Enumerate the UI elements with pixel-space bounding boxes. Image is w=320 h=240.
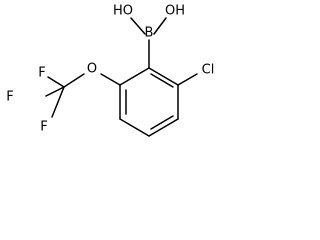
bond-b-oh-right (153, 17, 167, 35)
ring-bond-3 (148, 118, 179, 137)
atom-label-oxygen: O (87, 62, 97, 77)
bond-ring-oxygen (100, 73, 121, 86)
bond-cf-top (47, 76, 65, 88)
chemical-structure-diagram: HO OH B Cl O F F F (6, 4, 215, 137)
atom-label-f-left: F (6, 90, 13, 105)
bond-cf-left (45, 86, 65, 97)
atom-label-f-bottom: F (40, 120, 47, 135)
ring-bond-4 (119, 118, 150, 137)
ring-bond-6 (119, 67, 150, 86)
bond-ring-chlorine (177, 73, 198, 86)
ring-double-bond-2 (150, 115, 174, 130)
atom-label-oh: OH (165, 4, 185, 19)
atom-label-boron: B (145, 26, 154, 41)
atom-label-ho: HO (113, 4, 133, 19)
ring-double-bond-1 (150, 73, 174, 88)
atom-label-chlorine: Cl (202, 63, 215, 78)
bond-cf-bottom (51, 86, 65, 118)
ring-bond-1 (148, 67, 179, 86)
bond-oxygen-carbon (63, 73, 85, 88)
atom-label-f-top: F (38, 66, 45, 81)
bond-b-oh-left (130, 17, 146, 35)
